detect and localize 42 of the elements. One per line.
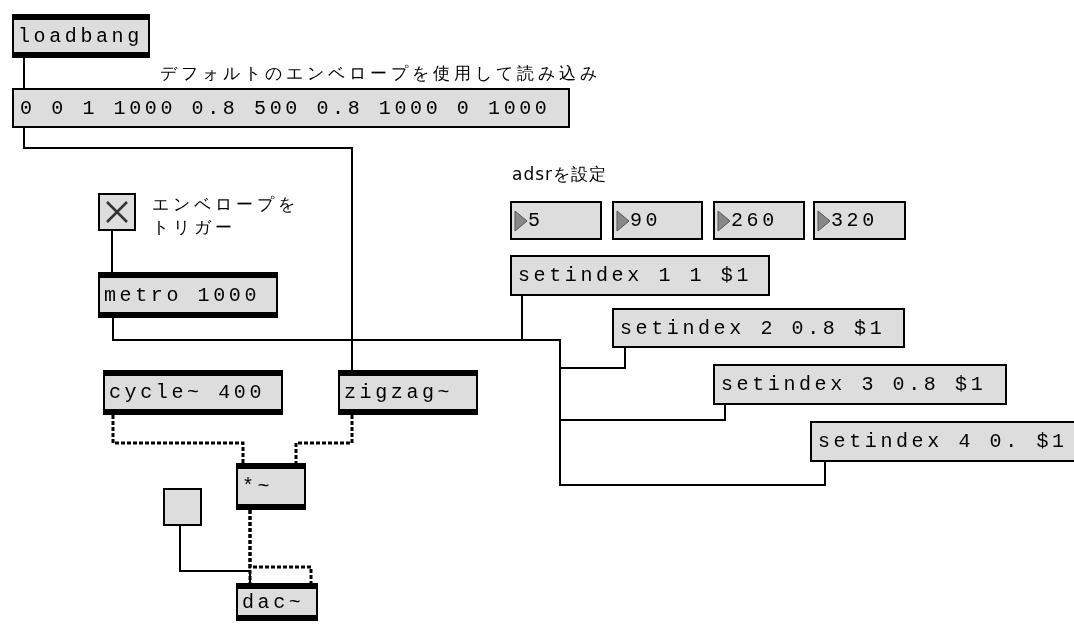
object-box	[236, 463, 306, 510]
comment-text: adsrを設定	[512, 163, 608, 186]
object-box	[12, 14, 150, 58]
message-box	[810, 421, 1074, 462]
patch-cord	[351, 339, 826, 486]
button-box	[163, 488, 202, 526]
object-box	[103, 370, 283, 415]
patch-cord	[23, 57, 25, 89]
object-label: metro 1000	[104, 283, 261, 307]
message-box	[612, 308, 905, 348]
object-box	[98, 272, 278, 318]
patch-cord	[179, 525, 251, 584]
message-box	[510, 255, 770, 296]
comment-text: デフォルトのエンベロープを使用して読み込み	[160, 62, 601, 85]
object-box	[338, 370, 478, 415]
patch-cord-signal	[248, 510, 313, 583]
object-label: loadbang	[18, 24, 143, 48]
patch-cord	[111, 230, 113, 273]
patch-cord-signal	[111, 415, 245, 463]
object-label: dac~	[242, 590, 305, 614]
comment-text: エンベロープをトリガー	[152, 193, 300, 239]
patch-cord-signal	[294, 415, 354, 463]
message-label: setindex 1 1 $1	[518, 264, 753, 287]
number-box	[612, 201, 703, 240]
number-box	[510, 201, 602, 240]
number-value: 5	[528, 209, 544, 232]
number-value: 260	[731, 209, 778, 232]
object-label: zigzag~	[344, 381, 454, 404]
number-box	[813, 201, 906, 240]
number-value: 320	[831, 209, 878, 232]
object-box	[236, 583, 318, 621]
message-box	[12, 88, 570, 128]
message-box	[713, 364, 1007, 405]
number-box	[713, 201, 805, 240]
message-label: setindex 4 0. $1	[818, 430, 1068, 453]
message-label: setindex 3 0.8 $1	[721, 373, 987, 396]
message-label: 0 0 1 1000 0.8 500 0.8 1000 0 1000	[20, 96, 551, 120]
message-label: setindex 2 0.8 $1	[620, 316, 886, 340]
toggle-box	[98, 193, 136, 231]
object-label: *~	[242, 475, 274, 498]
number-value: 90	[630, 209, 662, 232]
object-label: cycle~ 400	[109, 381, 266, 404]
